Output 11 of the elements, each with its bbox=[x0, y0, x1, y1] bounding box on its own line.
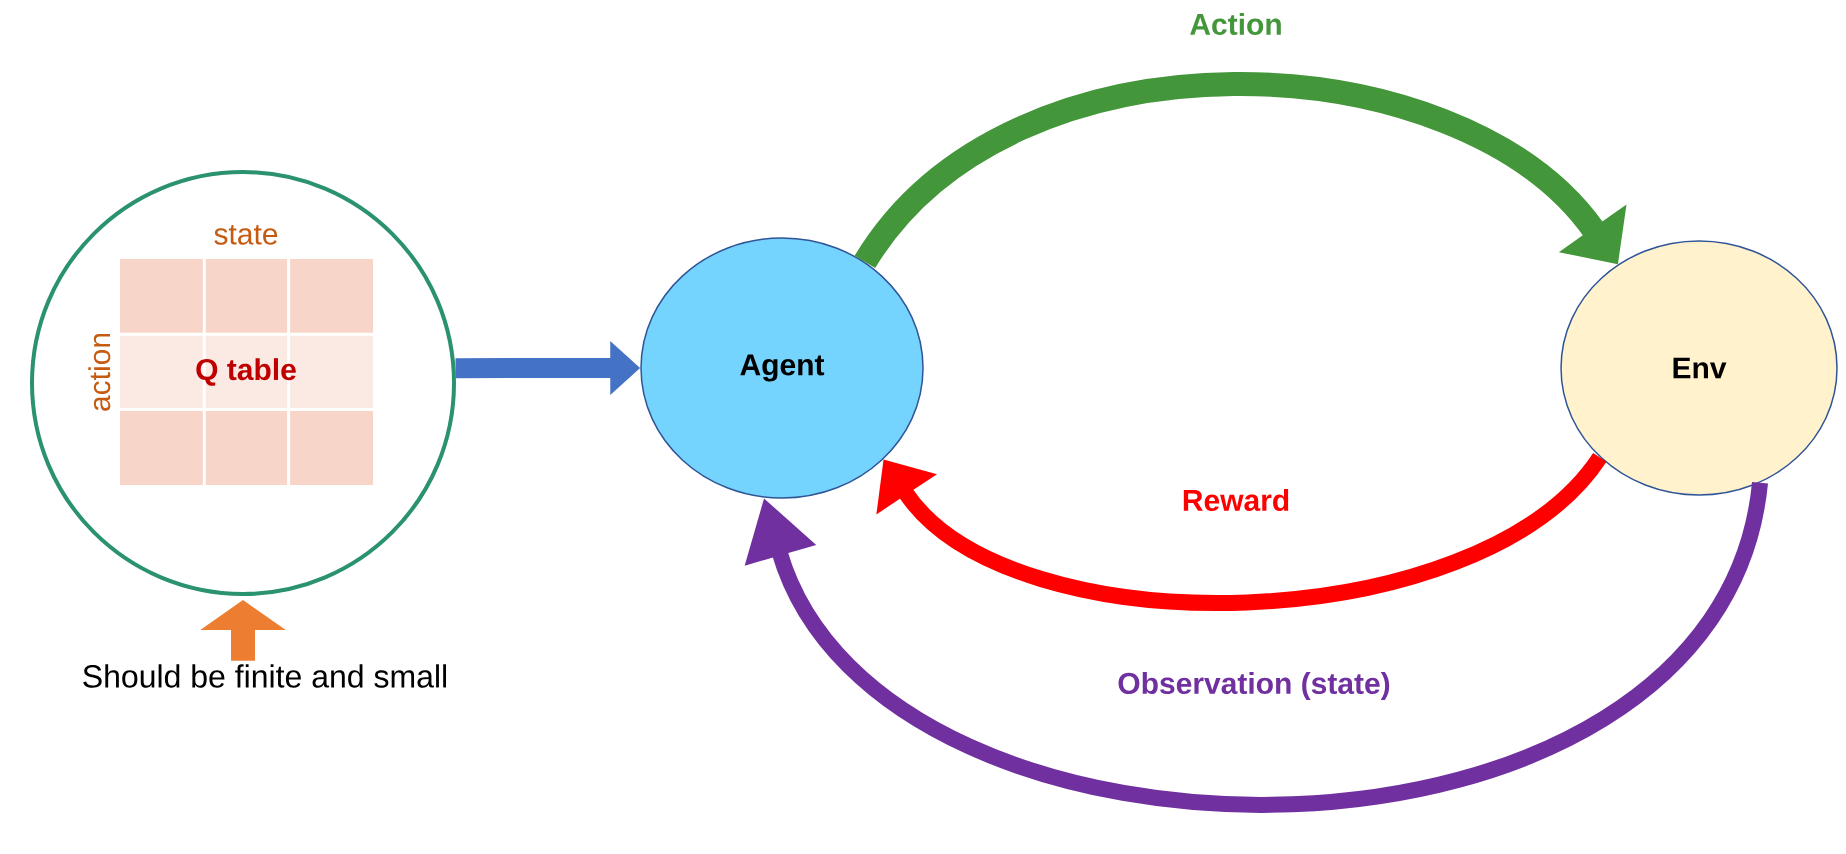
edge-label: Observation (state) bbox=[1118, 672, 1390, 700]
circle-outline bbox=[30, 170, 456, 596]
curved-arrow bbox=[855, 72, 1627, 270]
axis-label: action bbox=[88, 333, 111, 411]
axis-label: state bbox=[214, 224, 278, 245]
curved-arrow bbox=[744, 480, 1768, 813]
edge-label: Reward bbox=[1183, 489, 1289, 512]
edge-label: Action bbox=[1190, 13, 1281, 35]
note-text: Should be finite and small bbox=[83, 664, 446, 688]
curved-arrow bbox=[876, 452, 1606, 611]
q-table: Q table bbox=[120, 259, 373, 485]
